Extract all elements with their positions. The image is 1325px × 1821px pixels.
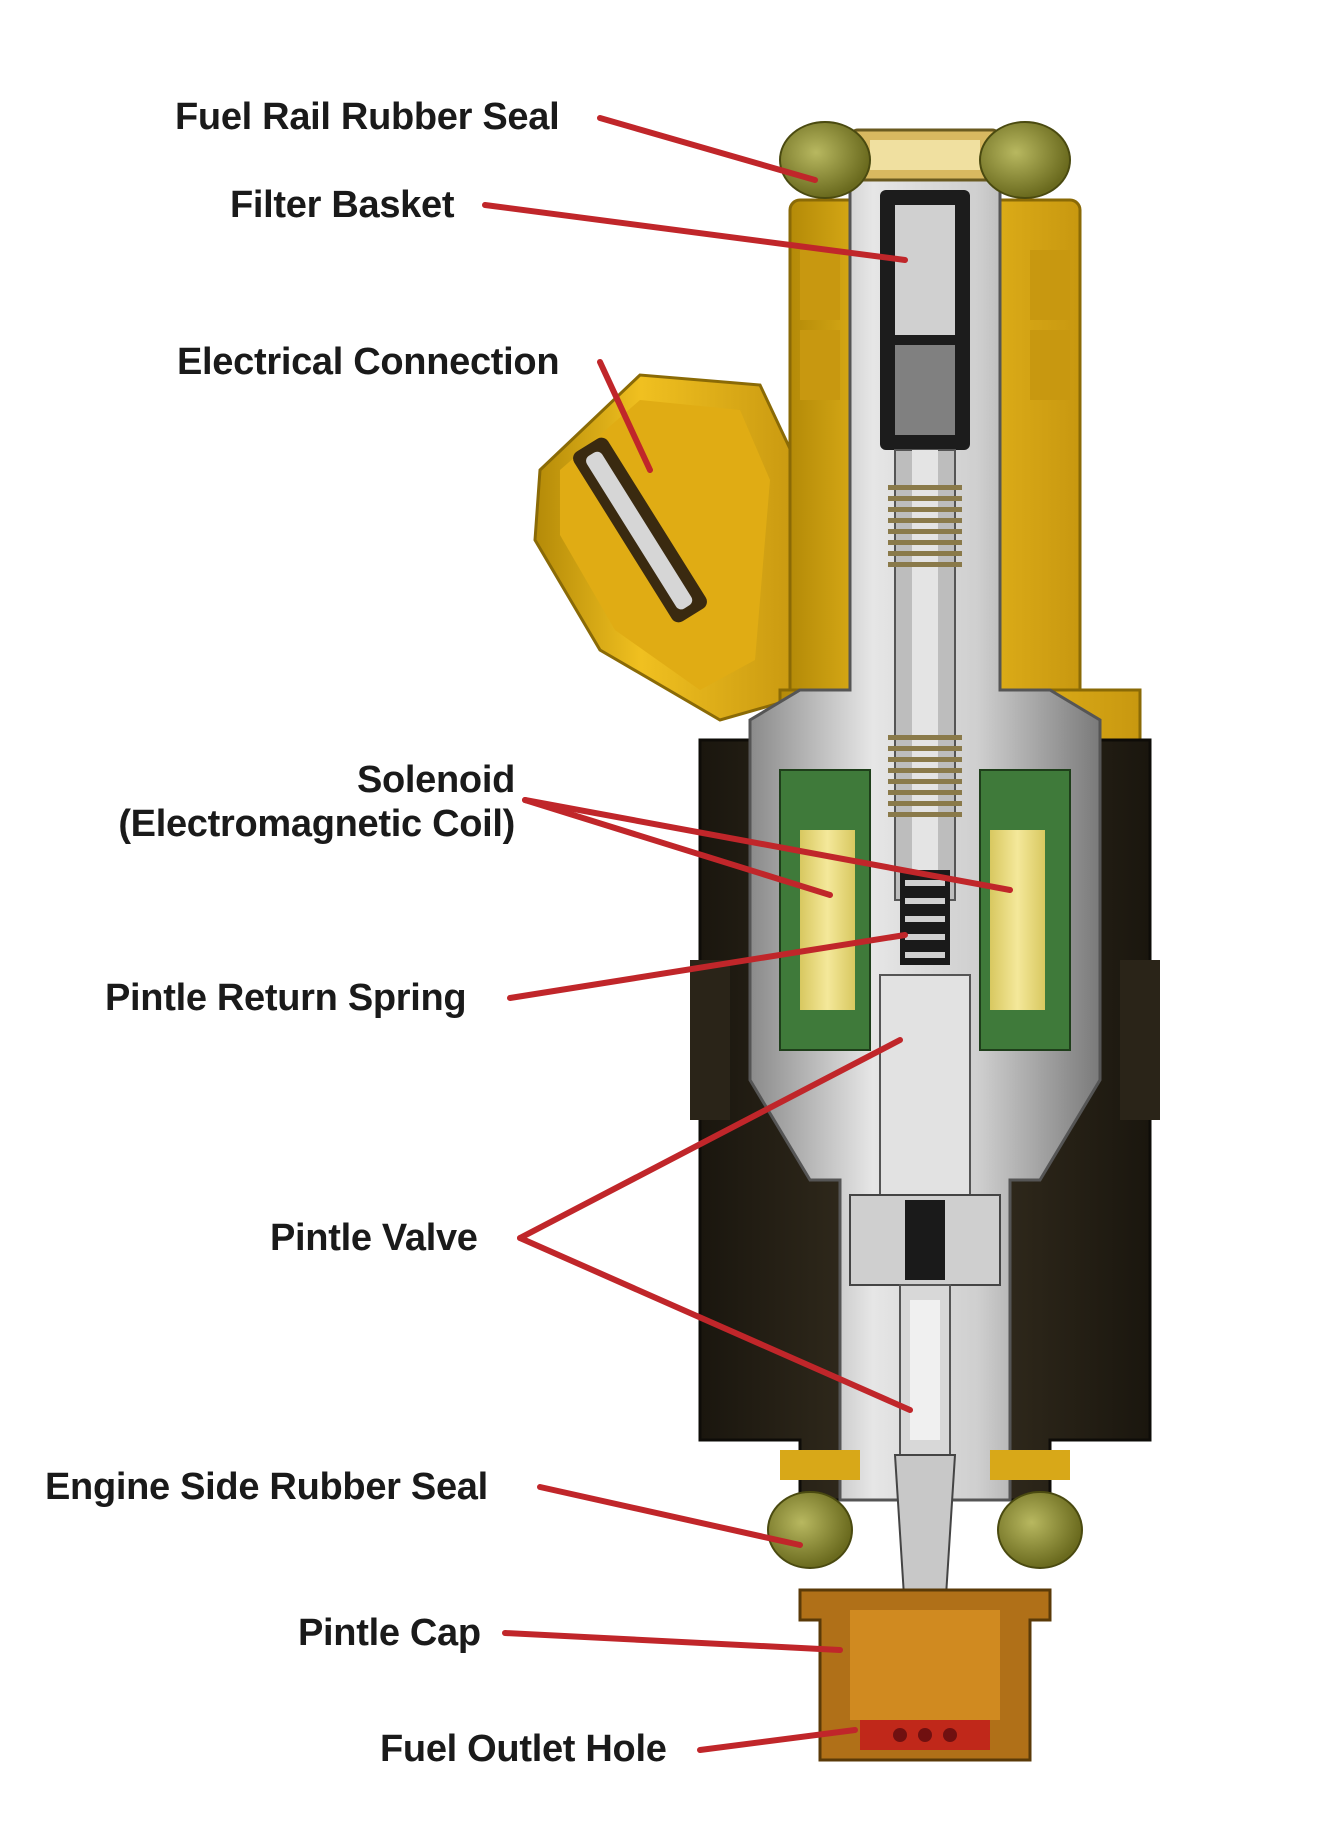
label-electrical-connection: Electrical Connection [177, 341, 560, 383]
leader-pintle-cap [502, 1630, 843, 1653]
pintle-return-spring-part [900, 870, 950, 965]
thread-ring [888, 757, 962, 762]
thread-ring [888, 529, 962, 534]
thread-ring [888, 746, 962, 751]
leader-solenoid-left [522, 797, 833, 898]
thread-ring [888, 812, 962, 817]
solenoid-coil-right [979, 769, 1071, 1051]
thread-ring [888, 518, 962, 523]
leader-filter-basket [482, 202, 908, 263]
leader-lines [482, 115, 1013, 1753]
label-fuel-outlet-hole: Fuel Outlet Hole [380, 1728, 667, 1770]
thread-ring [888, 551, 962, 556]
label-fuel-rail-rubber-seal: Fuel Rail Rubber Seal [175, 96, 560, 138]
leader-fuel-rail-rubber-seal [597, 115, 818, 183]
leader-pintle-return-spring [507, 932, 908, 1001]
fuel-rail-seal-ring [779, 121, 1071, 199]
solenoid-coil-left [779, 769, 871, 1051]
thread-ring [888, 779, 962, 784]
leader-engine-side-rubber-seal [537, 1484, 803, 1548]
thread-ring [888, 507, 962, 512]
label-engine-side-rubber-seal: Engine Side Rubber Seal [45, 1466, 488, 1508]
thread-ring [888, 768, 962, 773]
leader-solenoid-right [522, 797, 1013, 893]
thread-ring [888, 540, 962, 545]
pintle-cap-part [798, 1588, 1052, 1762]
leader-fuel-outlet-hole [697, 1727, 858, 1753]
leader-pintle-valve-lower [517, 1235, 913, 1413]
thread-ring [888, 735, 962, 740]
label-pintle-cap: Pintle Cap [298, 1612, 481, 1654]
label-solenoid: Solenoid (Electromagnetic Coil) [85, 758, 515, 846]
thread-ring [888, 496, 962, 501]
fuel-inlet [848, 128, 1002, 182]
label-solenoid-line2: (Electromagnetic Coil) [118, 803, 515, 845]
label-pintle-valve: Pintle Valve [270, 1217, 478, 1259]
label-solenoid-line1: Solenoid [356, 759, 515, 801]
thread-ring [888, 562, 962, 567]
tube-threads-lower [888, 735, 962, 817]
central-tube [894, 449, 956, 901]
label-pintle-return-spring: Pintle Return Spring [105, 977, 467, 1019]
leader-pintle-valve-upper [517, 1037, 903, 1241]
fuel-outlet-part [860, 1720, 990, 1750]
label-filter-basket: Filter Basket [230, 184, 455, 226]
thread-ring [888, 485, 962, 490]
thread-ring [888, 801, 962, 806]
filter-basket-part [880, 190, 970, 450]
tube-threads-upper [888, 485, 962, 567]
thread-ring [888, 790, 962, 795]
leader-electrical-connection [597, 359, 653, 473]
engine-side-seal-ring [767, 1450, 1083, 1569]
electrical-connector-body [533, 373, 802, 722]
